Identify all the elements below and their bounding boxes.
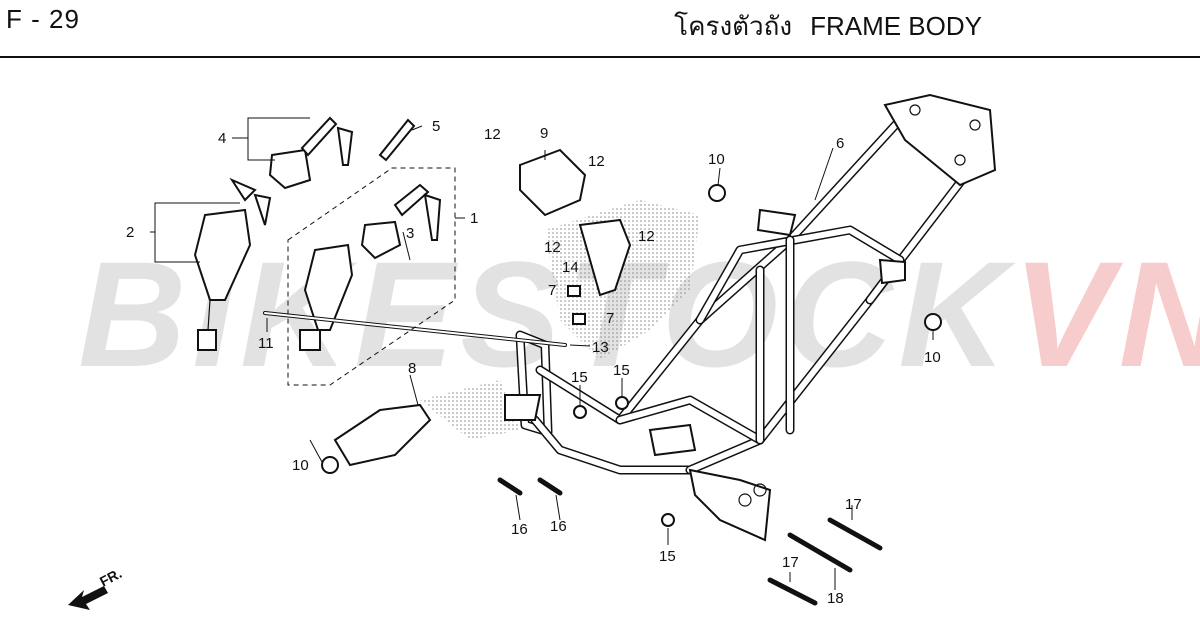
callout-1: 1 xyxy=(470,210,478,227)
callout-7a: 7 xyxy=(548,282,556,299)
callout-17b: 17 xyxy=(782,554,799,571)
front-direction-marker: FR. xyxy=(68,565,124,610)
callout-17a: 17 xyxy=(845,496,862,513)
callout-16b: 16 xyxy=(550,518,567,535)
bolt-part-17a xyxy=(827,517,883,551)
washer-part-10c xyxy=(321,456,339,474)
callout-15c: 15 xyxy=(659,548,676,565)
callout-8: 8 xyxy=(408,360,416,377)
bolt-part-16a xyxy=(497,477,523,496)
bracket-part-14 xyxy=(578,218,632,297)
bracket-part-9 xyxy=(519,148,587,217)
callout-15a: 15 xyxy=(571,369,588,386)
nut-part-15c xyxy=(661,513,675,527)
callout-11: 11 xyxy=(258,335,274,352)
group-box-part-1 xyxy=(287,167,456,386)
watermark-red: VN xyxy=(1012,230,1200,398)
nut-part-7b xyxy=(572,313,586,325)
lock-set-part-2 xyxy=(193,177,272,351)
callout-14: 14 xyxy=(562,259,579,276)
front-arrow-icon xyxy=(68,586,108,610)
callout-12b: 12 xyxy=(588,153,605,170)
callout-16a: 16 xyxy=(511,521,528,538)
callout-10c: 10 xyxy=(292,457,309,474)
nut-part-15a xyxy=(573,405,587,419)
callout-10b: 10 xyxy=(924,349,941,366)
callout-12d: 12 xyxy=(638,228,655,245)
callout-5: 5 xyxy=(432,118,440,135)
washer-part-10a xyxy=(708,184,726,202)
callout-13: 13 xyxy=(592,339,609,356)
callout-10a: 10 xyxy=(708,151,725,168)
page-code: F - 29 xyxy=(6,4,80,34)
lock-set-part-1 xyxy=(299,183,442,351)
frame-body xyxy=(504,93,997,542)
lock-set-part-4 xyxy=(268,116,354,190)
callout-7b: 7 xyxy=(606,310,614,327)
title-divider xyxy=(0,56,1200,58)
bracket-part-8 xyxy=(333,403,432,467)
nut-part-7a xyxy=(567,285,581,297)
callout-12c: 12 xyxy=(544,239,561,256)
nut-part-15b xyxy=(615,396,629,410)
callout-12a: 12 xyxy=(484,126,501,143)
shade-region-lower xyxy=(420,380,520,440)
page-title: โครงตัวถัง FRAME BODY xyxy=(674,6,982,47)
bolt-part-18 xyxy=(787,532,853,573)
callout-6: 6 xyxy=(836,135,844,152)
front-label: FR. xyxy=(97,565,124,590)
washer-part-10b xyxy=(924,313,942,331)
title-thai: โครงตัวถัง xyxy=(674,11,793,41)
bolt-part-16b xyxy=(537,477,563,496)
title-english: FRAME BODY xyxy=(810,11,982,41)
callout-9: 9 xyxy=(540,125,548,142)
bolt-part-17b xyxy=(767,577,818,606)
callout-15b: 15 xyxy=(613,362,630,379)
callout-18: 18 xyxy=(827,590,844,607)
key-part-5 xyxy=(378,118,416,162)
callout-2: 2 xyxy=(126,224,134,241)
callout-3: 3 xyxy=(406,225,414,242)
callout-4: 4 xyxy=(218,130,226,147)
